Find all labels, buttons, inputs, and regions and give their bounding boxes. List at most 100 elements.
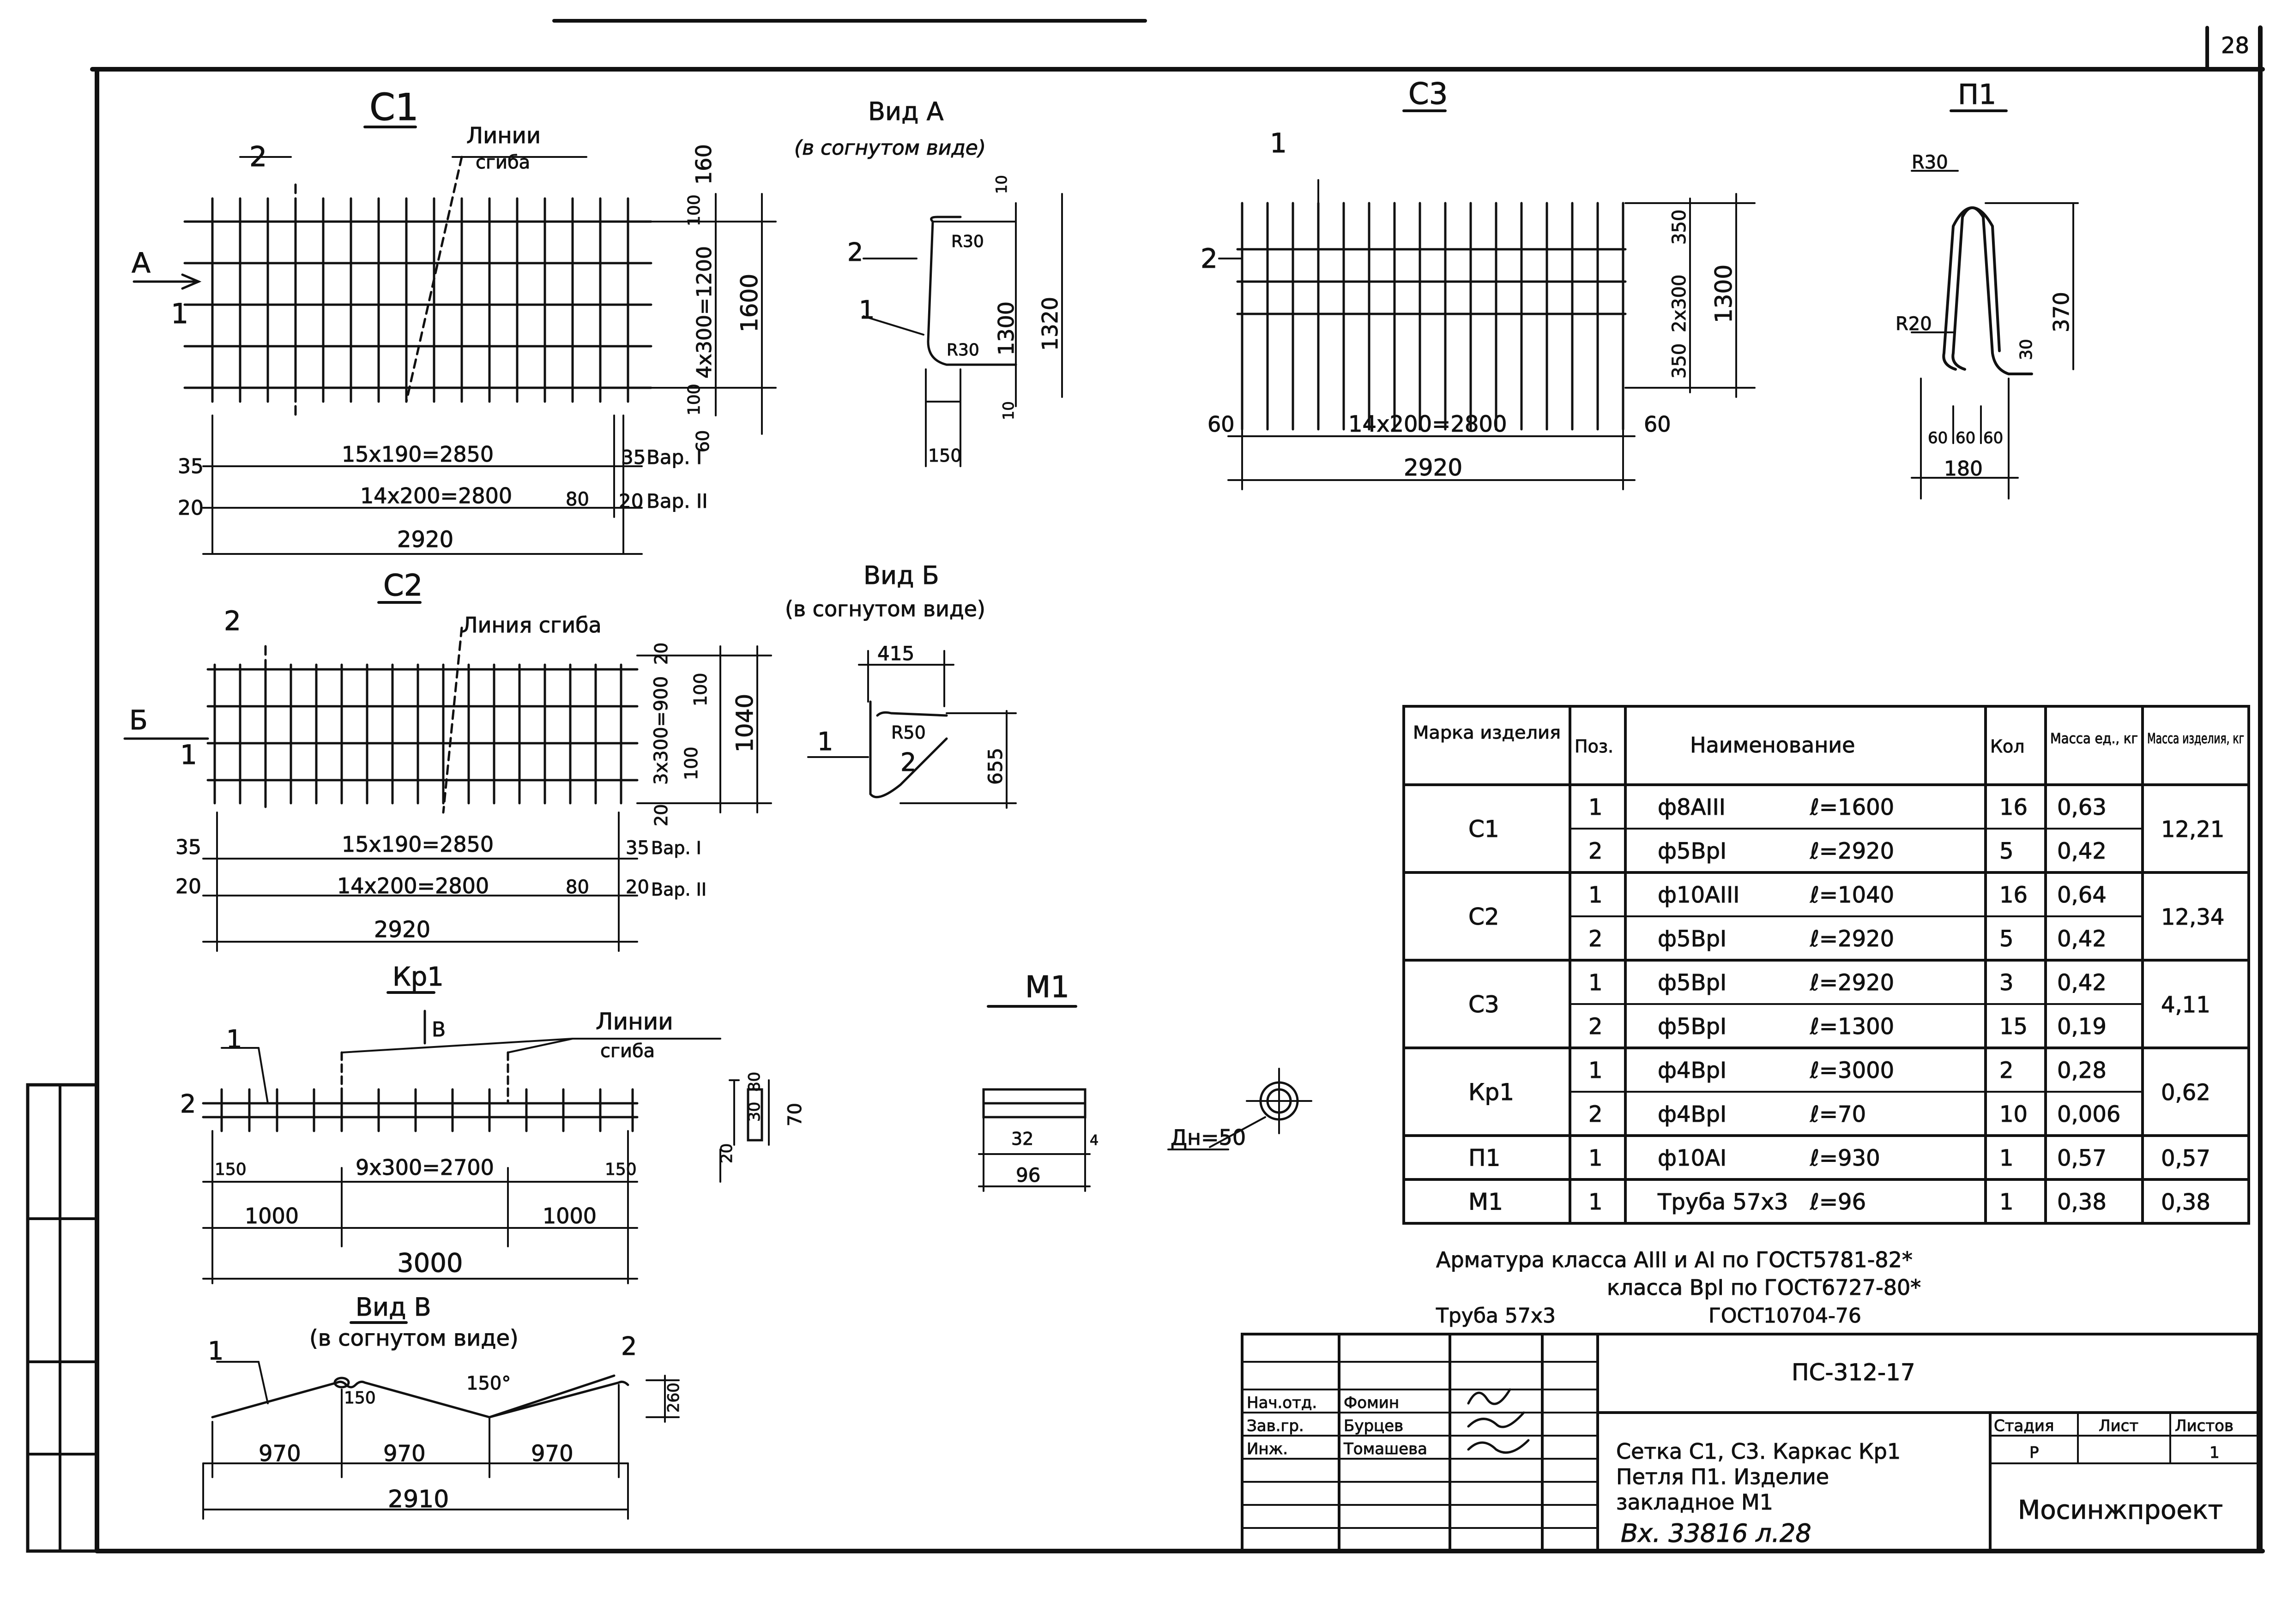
c1-dim-60: 60: [693, 430, 713, 452]
role-label: Зав.гр.: [1247, 1417, 1304, 1435]
spec-header-name: Наименование: [1690, 733, 1855, 758]
inventory-number: Вх. 33816 л.28: [1621, 1519, 1811, 1548]
kr1-pos1: 1: [226, 1025, 242, 1054]
spec-cell-total-mass: 0,57: [2161, 1146, 2210, 1172]
spec-cell-name: ф10АI: [1658, 1145, 1727, 1171]
spec-cell-pos: 1: [1588, 1058, 1603, 1083]
c2-row1-right: 35: [626, 837, 649, 859]
spec-cell-qty: 5: [1999, 838, 2014, 864]
view-a-d10b: 10: [1000, 401, 1017, 420]
view-b-pos1: 1: [817, 727, 833, 756]
p1-d370: 370: [2049, 292, 2074, 332]
spec-cell-length: ℓ=2920: [1810, 970, 1894, 996]
view-b-pos2: 2: [900, 748, 916, 777]
p1-r30: R30: [1912, 152, 1948, 173]
view-a-r1: R30: [951, 232, 984, 251]
view-b-drawing: [807, 650, 1017, 809]
view-b-r50: R50: [891, 722, 926, 743]
spec-cell-name: ф4ВрI: [1658, 1101, 1727, 1127]
view-v-pos1: 1: [208, 1336, 223, 1365]
spec-cell-name: ф4ВрI: [1658, 1058, 1727, 1083]
c2-d100a: 100: [690, 673, 711, 706]
view-v-d150: 150: [344, 1389, 376, 1407]
spec-header-pos: Поз.: [1575, 736, 1613, 757]
spec-cell-total-mass: 0,38: [2161, 1190, 2210, 1215]
role-name: Фомин: [1344, 1394, 1399, 1412]
spec-cell-length: ℓ=96: [1810, 1189, 1866, 1215]
margin-stamp: [26, 1083, 99, 1553]
spec-cell-pos: 1: [1588, 1145, 1603, 1171]
spec-cell-qty: 1: [1999, 1145, 2014, 1171]
view-a-d10a: 10: [993, 175, 1010, 194]
spec-cell-qty: 3: [1999, 970, 2014, 996]
kr1-title: Кр1: [392, 962, 444, 992]
spec-cell-qty: 2: [1999, 1058, 2014, 1083]
m1-drawing: [719, 1068, 1312, 1192]
note-line3-left: Труба 57х3: [1436, 1304, 1556, 1328]
spec-cell-qty: 5: [1999, 926, 2014, 952]
c3-left60: 60: [1207, 412, 1235, 437]
p1-title: П1: [1958, 78, 1996, 111]
c1-row1-right: 35: [621, 446, 646, 469]
role-label: Инж.: [1247, 1440, 1288, 1458]
c1-dim-top: 160: [691, 144, 716, 185]
c2-total: 2920: [374, 917, 430, 943]
c2-row1-left: 35: [175, 836, 201, 859]
spec-cell-unit-mass: 0,28: [2057, 1058, 2107, 1083]
view-v-d260: 260: [664, 1383, 683, 1413]
spec-cell-pos: 2: [1588, 926, 1603, 952]
view-a-pos2: 2: [847, 238, 863, 267]
spec-cell-pos: 2: [1588, 838, 1603, 864]
m1-d30: 30: [745, 1102, 764, 1122]
spec-cell-pos: 1: [1588, 1189, 1603, 1215]
spec-cell-qty: 1: [1999, 1189, 2014, 1215]
c1-row2-right: 20: [619, 490, 643, 512]
c2-dtotal: 1040: [731, 694, 758, 752]
c1-row2: 14х200=2800: [360, 483, 512, 508]
view-a-d150: 150: [928, 445, 962, 466]
c1-title: С1: [369, 86, 419, 129]
kr1-d150a: 150: [215, 1160, 247, 1179]
c1-dim-100b: 100: [685, 384, 704, 415]
spec-cell-name: ф5ВрI: [1658, 838, 1727, 864]
spec-cell-total-mass: 12,21: [2161, 817, 2224, 842]
spec-header-qty: Кол: [1990, 736, 2025, 757]
spec-cell-unit-mass: 0,38: [2057, 1189, 2107, 1215]
m1-d80: 80: [745, 1072, 764, 1092]
view-v-angle: 150°: [466, 1373, 511, 1394]
c1-row2-var: Вар. II: [646, 490, 708, 512]
c2-row2-var: Вар. II: [651, 879, 706, 900]
spec-cell-mark: С2: [1468, 903, 1499, 930]
c3-title: С3: [1408, 77, 1448, 111]
kr1-arrow: В: [432, 1018, 446, 1041]
c2-row2-left: 20: [175, 875, 201, 898]
c1-dim-100a: 100: [685, 194, 704, 226]
spec-cell-qty: 15: [1999, 1014, 2028, 1040]
kr1-bend-note-2: сгиба: [600, 1041, 655, 1062]
sheet-label: Лист: [2099, 1417, 2138, 1435]
spec-cell-length: ℓ=3000: [1810, 1058, 1894, 1083]
c1-arrow-label: А: [132, 247, 151, 279]
spec-cell-length: ℓ=2920: [1810, 838, 1894, 864]
c3-total: 2920: [1404, 454, 1462, 481]
view-v-s3: 970: [531, 1441, 574, 1467]
c1-bend-note-2: сгиба: [476, 152, 530, 173]
p1-d180: 180: [1944, 457, 1983, 481]
sheets-label: Листов: [2175, 1417, 2234, 1435]
c2-row1-var: Вар. I: [651, 838, 701, 858]
c2-row2-right: 20: [626, 877, 649, 898]
view-v-title: Вид В: [356, 1293, 431, 1322]
c1-row1-var: Вар. I: [646, 446, 702, 469]
stage-value: Р: [2029, 1444, 2039, 1462]
spec-header-mark: Марка изделия: [1413, 722, 1561, 743]
spec-cell-length: ℓ=2920: [1810, 926, 1894, 952]
spec-cell-pos: 1: [1588, 794, 1603, 820]
spec-cell-name: ф5ВрI: [1658, 926, 1727, 952]
p1-loop-drawing: [1911, 170, 2079, 499]
c3-d350a: 350: [1669, 210, 1690, 245]
description-line2: Петля П1. Изделие: [1616, 1464, 1829, 1489]
view-v-s2: 970: [383, 1441, 426, 1467]
m1-d20: 20: [718, 1143, 736, 1163]
spec-cell-mark: М1: [1468, 1189, 1503, 1215]
